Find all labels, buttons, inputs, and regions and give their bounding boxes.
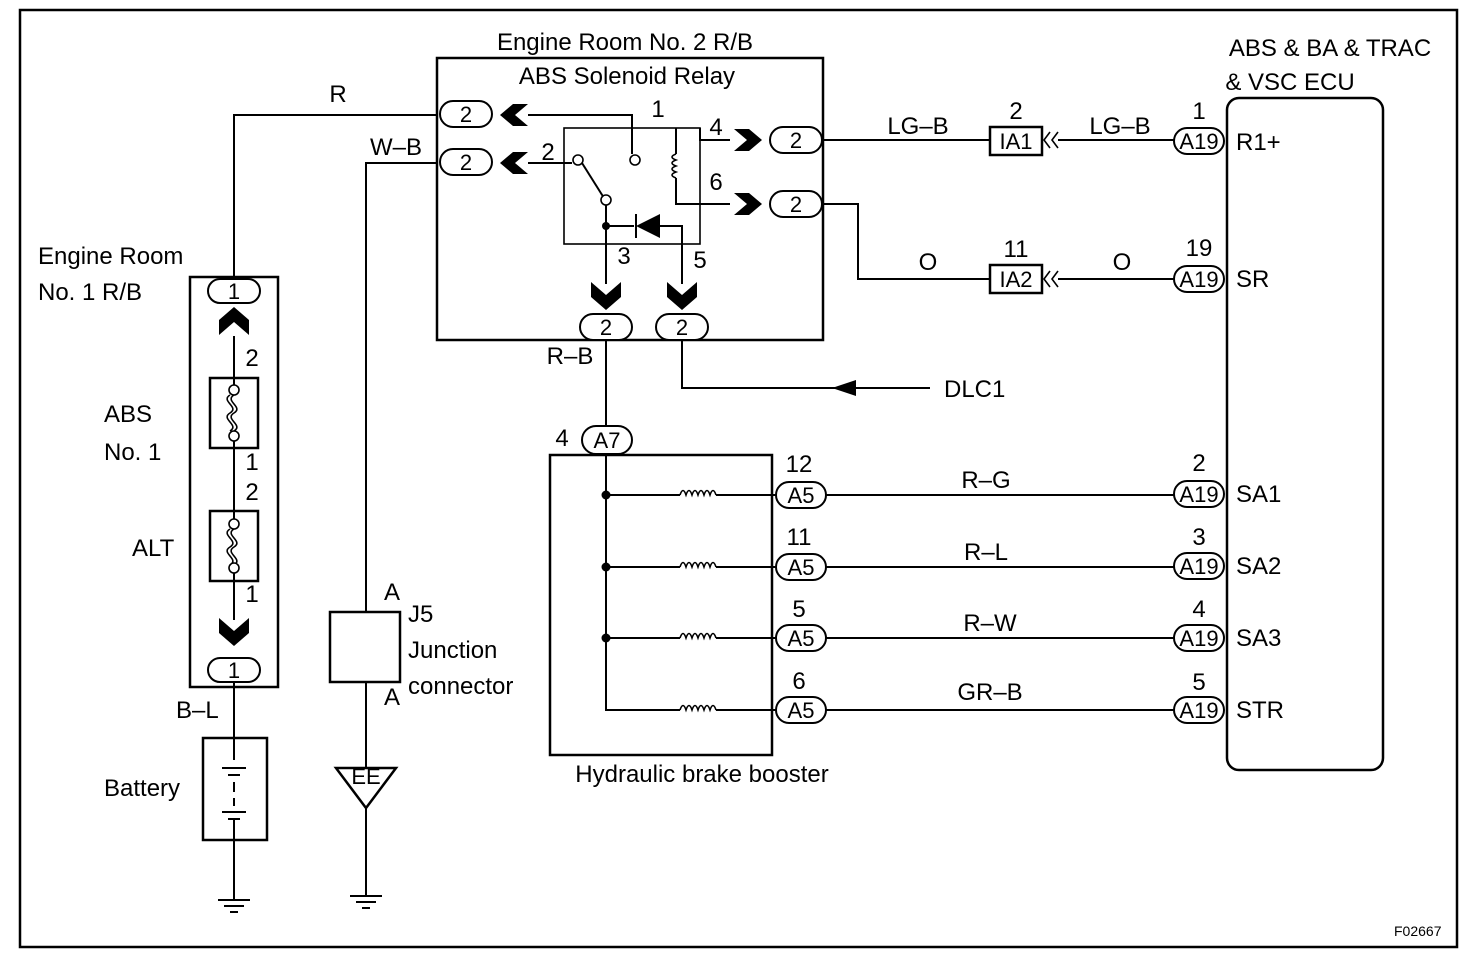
wire-lgb-label-2: LG–B: [1089, 113, 1150, 140]
fuse-abs-pin-top: 2: [245, 345, 258, 372]
ia2-pin: 11: [1004, 236, 1029, 263]
fuse-alt-pin-bottom: 1: [245, 581, 258, 608]
fuse-abs-pin-bottom: 1: [245, 449, 258, 476]
diagram-frame: [18, 8, 1459, 949]
wire-lgb-r1: LG–B IA1 2 LG–B: [822, 98, 1174, 157]
r1-title-line1: Engine Room: [38, 243, 183, 270]
r2-connector-pin4: 2: [790, 128, 802, 153]
r2-connector-pin3: 2: [600, 315, 612, 340]
wire-o-label-2: O: [1113, 249, 1132, 276]
ecu-connector-sr: A19: [1179, 267, 1218, 292]
relay-pin-2: 2: [541, 139, 554, 166]
relay-pin-1: 1: [651, 96, 664, 123]
engine-room-no2-relay-block: Engine Room No. 2 R/B ABS Solenoid Relay…: [435, 29, 825, 342]
a5-connector-sa1: A5: [788, 483, 815, 508]
wire-bl-label: B–L: [176, 697, 219, 724]
j5-connector-label: connector: [408, 673, 513, 700]
wire-rw-label: R–W: [963, 610, 1017, 637]
ecu-title-2: & VSC ECU: [1225, 69, 1354, 96]
wire-rb-label: R–B: [547, 343, 594, 370]
a5-connector-str: A5: [788, 698, 815, 723]
fuse-abs-label-2: No. 1: [104, 439, 161, 466]
ecu-connector-str: A19: [1179, 698, 1218, 723]
ecu-title-1: ABS & BA & TRAC: [1229, 35, 1431, 62]
r2-title: Engine Room No. 2 R/B: [497, 29, 753, 56]
a5-pin-sa1: 12: [786, 451, 813, 478]
wire-r-label: R: [329, 81, 346, 108]
ecu-pin-str: 5: [1192, 669, 1205, 696]
a5-connector-sa2: A5: [788, 555, 815, 580]
wire-lgb-label-1: LG–B: [887, 113, 948, 140]
ground-circuit: W–B A A J5 Junction connector EE: [328, 134, 513, 909]
wire-rl-label: R–L: [964, 539, 1008, 566]
wire-o-sr: O IA2 11 O: [822, 203, 1174, 295]
wire-wb: [365, 162, 437, 612]
relay-pin-4: 4: [709, 114, 722, 141]
ecu-connector-sa3: A19: [1179, 626, 1218, 651]
a5-pin-sa2: 11: [787, 524, 812, 551]
ecu-pin-sa2: 3: [1192, 524, 1205, 551]
booster-ecu-wires: R–G R–L R–W GR–B: [826, 467, 1174, 711]
ecu-pin-sa3: 4: [1192, 596, 1205, 623]
a7-pin: 4: [555, 425, 568, 452]
r2-connector-pin5: 2: [676, 315, 688, 340]
ecu-terminal-r1: R1+: [1236, 129, 1281, 156]
r1-connector-bottom: 1: [228, 658, 240, 683]
ecu-terminal-sa3: SA3: [1236, 625, 1281, 652]
r1-up-arrow: [219, 307, 249, 335]
ecu-terminal-sa2: SA2: [1236, 553, 1281, 580]
j5-pin-a-bottom: A: [384, 684, 400, 711]
ecu-terminal-str: STR: [1236, 697, 1284, 724]
battery: B–L Battery: [104, 682, 269, 913]
a5-connector-sa3: A5: [788, 626, 815, 651]
ia1-connector: IA1: [999, 129, 1032, 154]
a5-pin-str: 6: [792, 668, 805, 695]
j5-junction-label: Junction: [408, 637, 497, 664]
hydraulic-brake-booster: Hydraulic brake booster A7 4 A5 12 A5 11…: [548, 425, 829, 788]
r1-connector-top: 1: [228, 279, 240, 304]
wire-dlc1: [681, 340, 930, 389]
relay-pin-3: 3: [617, 243, 630, 270]
ecu-pin-sa1: 2: [1192, 450, 1205, 477]
r1-title-line2: No. 1 R/B: [38, 279, 142, 306]
ecu-pin-r1: 1: [1192, 98, 1205, 125]
ecu-terminal-sa1: SA1: [1236, 481, 1281, 508]
r2-connector-pin2: 2: [460, 150, 472, 175]
booster-label: Hydraulic brake booster: [575, 761, 828, 788]
ee-label: EE: [351, 764, 380, 789]
relay-pin-6: 6: [709, 169, 722, 196]
wire-o-label-1: O: [919, 249, 938, 276]
ecu-connector-r1: A19: [1179, 129, 1218, 154]
j5-junction-connector: [328, 610, 402, 684]
wire-grb-label: GR–B: [957, 679, 1022, 706]
abs-vsc-ecu: ABS & BA & TRAC & VSC ECU A19 1 R1+ A19 …: [1173, 35, 1431, 772]
wire-rg-label: R–G: [961, 467, 1010, 494]
relay-pin-5: 5: [693, 247, 706, 274]
engine-room-no1-relay-block: Engine Room No. 1 R/B 1 2 1 ABS No. 1 2 …: [38, 243, 280, 689]
j5-name: J5: [408, 601, 433, 628]
fuse-abs-label-1: ABS: [104, 401, 152, 428]
r2-connector-pin6: 2: [790, 192, 802, 217]
ia1-pin: 2: [1009, 98, 1022, 125]
ia2-connector: IA2: [999, 267, 1032, 292]
dlc1-label: DLC1: [944, 376, 1005, 403]
relay-title: ABS Solenoid Relay: [519, 63, 735, 90]
a5-pin-sa3: 5: [792, 596, 805, 623]
ecu-connector-sa2: A19: [1179, 554, 1218, 579]
fuse-alt-pin-top: 2: [245, 479, 258, 506]
figure-id: F02667: [1394, 923, 1442, 939]
battery-label: Battery: [104, 775, 180, 802]
ecu-terminal-sr: SR: [1236, 266, 1269, 293]
j5-pin-a-top: A: [384, 579, 400, 606]
ecu-connector-sa1: A19: [1179, 482, 1218, 507]
r2-connector-pin1: 2: [460, 102, 472, 127]
ecu-pin-sr: 19: [1186, 235, 1213, 262]
a7-connector: A7: [594, 428, 621, 453]
wire-wb-label: W–B: [370, 134, 422, 161]
ee-ground-point: [333, 766, 399, 811]
fuse-alt-label: ALT: [132, 535, 175, 562]
r1-down-arrow: [219, 618, 249, 646]
wire-r: [233, 114, 437, 279]
